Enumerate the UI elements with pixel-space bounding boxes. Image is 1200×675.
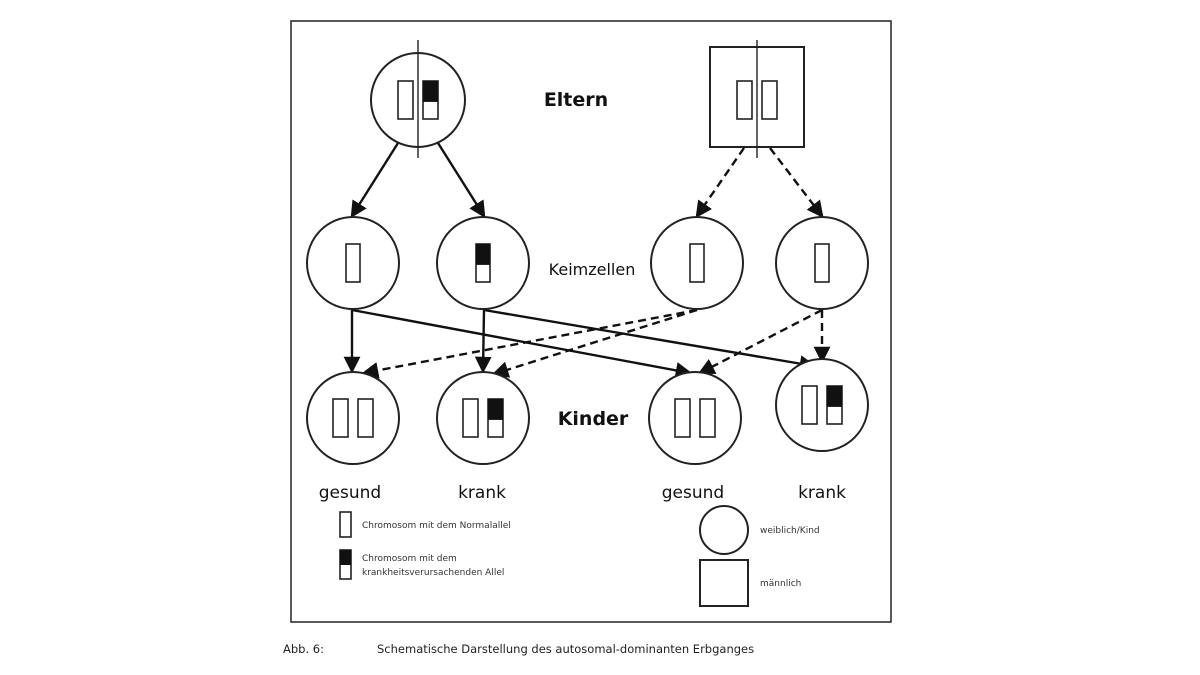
- gamete-g4: [775, 216, 869, 310]
- c2-2-disease-allele: [488, 399, 503, 420]
- status-label-c4: krank: [798, 483, 846, 503]
- child-c4: [775, 358, 869, 452]
- edge-g2-to-c2: [474, 309, 492, 374]
- gamete-g2: [436, 216, 530, 310]
- mother-2-disease-allele: [423, 81, 438, 102]
- c1-1-chromosome: [332, 398, 349, 438]
- legend-male-text: männlich: [760, 579, 801, 589]
- edge-mother-to-g1: [350, 142, 400, 219]
- parent-mother: [370, 40, 466, 158]
- g1-chromosome: [345, 243, 361, 283]
- edge-mother-to-g2: [436, 142, 486, 219]
- child-c3: [648, 371, 742, 465]
- c3-circle: [648, 371, 742, 465]
- legend-normal-allele-text: Chromosom mit dem Normalallel: [362, 521, 511, 531]
- mother-1-chromosome: [397, 80, 414, 120]
- caption-label: Abb. 6:: [283, 642, 324, 656]
- legend-female-child-text: weiblich/Kind: [760, 526, 820, 536]
- c2-circle: [436, 371, 530, 465]
- edge-g3-to-c2: [491, 308, 698, 378]
- edge-g2-to-c4: [483, 308, 817, 372]
- g3-chromosome: [689, 243, 705, 283]
- parent-father: [709, 40, 805, 158]
- gamete-g1: [306, 216, 400, 310]
- row-label-children: Kinder: [558, 408, 629, 430]
- g4-chromosome: [814, 243, 830, 283]
- c1-2-chromosome: [357, 398, 374, 438]
- c3-2-chromosome: [699, 398, 716, 438]
- legend-square-icon: [699, 559, 749, 607]
- c2-1-chromosome: [462, 398, 479, 438]
- c3-1-chromosome: [674, 398, 691, 438]
- edge-g1-to-c3: [351, 308, 693, 379]
- diagram-frame: [290, 20, 892, 623]
- legend-disease-allele-text-2: krankheitsverursachenden Allel: [362, 568, 504, 578]
- edge-g4-to-c3: [697, 308, 823, 375]
- legend-disease-allele-fill: [340, 550, 351, 565]
- gamete-g3: [650, 216, 744, 310]
- legend-circle-icon: [699, 505, 749, 555]
- edge-g3-to-c1: [361, 308, 698, 379]
- status-label-c2: krank: [458, 483, 506, 503]
- c4-1-chromosome: [801, 385, 818, 425]
- legend-normal-chromosome-icon: [339, 511, 352, 538]
- legend: Chromosom mit dem Normalallel Chromosom …: [339, 505, 820, 607]
- row-label-parents: Eltern: [544, 89, 608, 111]
- edge-father-to-g4: [769, 147, 824, 219]
- caption-text: Schematische Darstellung des autosomal-d…: [377, 642, 754, 656]
- c4-circle: [775, 358, 869, 452]
- father-1-chromosome: [736, 80, 753, 120]
- c1-circle: [306, 371, 400, 465]
- father-2-chromosome: [761, 80, 778, 120]
- child-c2: [436, 371, 530, 465]
- edges-layer: [343, 142, 831, 379]
- g2-disease-allele: [476, 244, 490, 265]
- status-label-c1: gesund: [319, 483, 381, 503]
- child-c1: [306, 371, 400, 465]
- row-label-gametes: Keimzellen: [549, 260, 636, 279]
- legend-disease-allele-text-1: Chromosom mit dem: [362, 554, 457, 564]
- c4-2-disease-allele: [827, 386, 842, 407]
- nodes-layer: [306, 40, 869, 465]
- edge-father-to-g3: [695, 147, 745, 219]
- status-label-c3: gesund: [662, 483, 724, 503]
